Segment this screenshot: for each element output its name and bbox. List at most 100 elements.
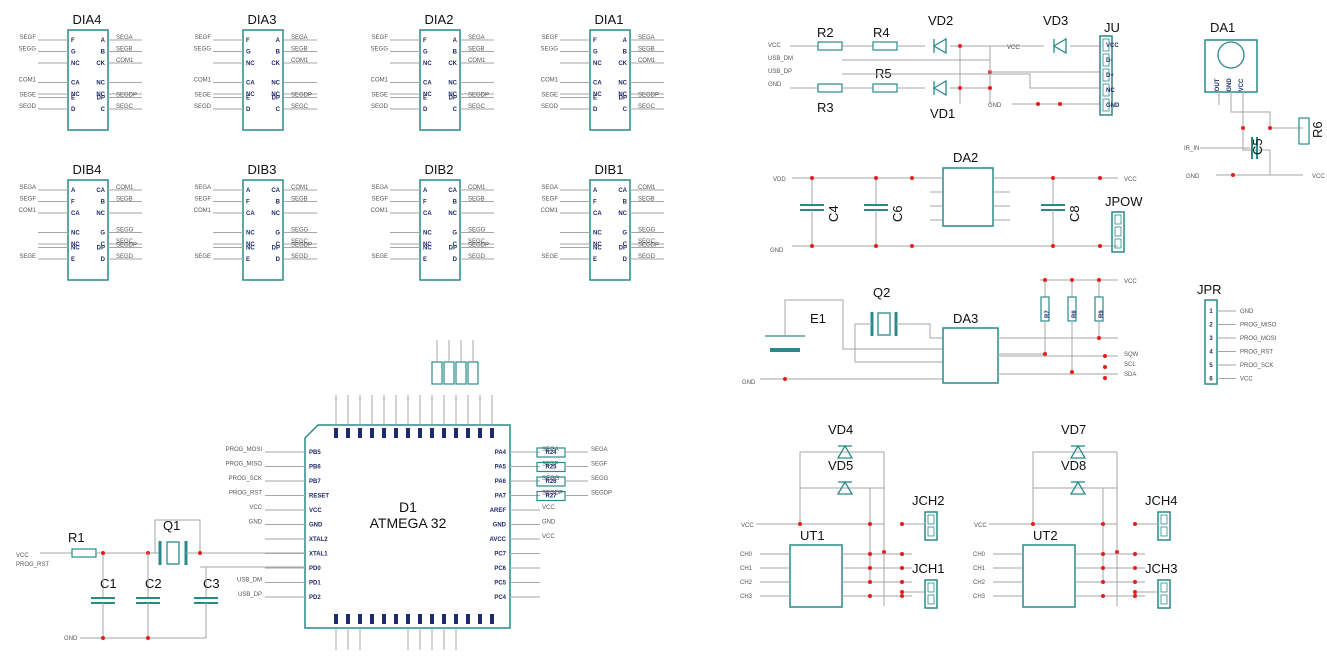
net-label: SEGF	[372, 197, 389, 203]
net-label: GND	[1186, 174, 1200, 180]
pin-label: PC6	[494, 566, 506, 572]
wire	[1032, 451, 1117, 524]
pin-label: VCC	[309, 508, 322, 514]
display-ref: DIB3	[248, 162, 277, 177]
net-label: VDD	[773, 177, 786, 183]
net-label: VCC	[1124, 177, 1137, 183]
pin-label: DP	[97, 96, 105, 102]
rtc-da3	[942, 327, 999, 384]
pin-label: NC	[271, 81, 280, 87]
junction-dot	[910, 176, 914, 180]
pin-label: B	[276, 50, 281, 56]
pin-label: PB5	[309, 450, 321, 456]
junction-dot	[1241, 126, 1245, 130]
pin-stub	[334, 614, 338, 624]
net-label: GND	[988, 103, 1002, 109]
resistor	[431, 361, 443, 385]
net-label: COM1	[19, 208, 37, 214]
pin-label: CA	[96, 188, 105, 194]
junction-dot	[1058, 102, 1062, 106]
pin-label: GND	[309, 523, 323, 529]
resistor-r4	[872, 41, 898, 51]
net-label: SEGA	[541, 185, 558, 191]
pin-stub	[430, 614, 434, 624]
pin-label: NC	[618, 81, 627, 87]
connector-pin	[1114, 214, 1122, 225]
pin-label: DP	[619, 96, 627, 102]
pin-label: C	[453, 242, 458, 248]
pin-label: NC	[448, 211, 457, 217]
diode-vd1	[932, 79, 947, 97]
pin-label: B	[101, 200, 106, 206]
pin-label: F	[71, 38, 75, 44]
net-label: SEGA	[19, 185, 36, 191]
wire	[1230, 105, 1303, 129]
pin-label: DP	[449, 246, 457, 252]
pin-stub	[466, 614, 470, 624]
net-label: SEGDP	[468, 93, 489, 99]
display-body	[419, 179, 461, 281]
part-ref: C2	[145, 576, 162, 591]
net-label: CH1	[973, 566, 986, 572]
pin-label: B	[623, 50, 628, 56]
wire	[842, 73, 1100, 89]
junction-dot	[958, 44, 962, 48]
net-label: CH2	[973, 580, 986, 586]
connector-pin	[1102, 38, 1110, 52]
net-label: SEGD	[541, 104, 559, 110]
junction-dot	[868, 552, 872, 556]
net-label: COM1	[468, 185, 486, 191]
pin-label: CA	[271, 188, 280, 194]
pin-label: NC	[71, 61, 80, 67]
junction-dot	[900, 594, 904, 598]
regulator-da2	[942, 167, 994, 227]
pin-label: AREF	[490, 508, 507, 514]
pin-label: G	[593, 50, 598, 56]
pin-label: C	[453, 107, 458, 113]
junction-dot	[1268, 126, 1272, 130]
part-ref: JCH2	[912, 493, 945, 508]
junction-dot	[868, 580, 872, 584]
net-label: COM1	[19, 78, 37, 84]
net-label: USB_DP	[768, 69, 792, 75]
net-label: COM1	[541, 208, 559, 214]
pin-label: AVCC	[489, 537, 506, 543]
pin-label: C	[623, 107, 628, 113]
junction-dot	[810, 244, 814, 248]
pin-label: CK	[96, 61, 105, 67]
pin-number: 5	[1209, 363, 1213, 369]
junction-dot	[101, 636, 105, 640]
junction-dot	[146, 636, 150, 640]
pin-number: 4	[1209, 350, 1213, 356]
net-label: PROG_MISO	[226, 462, 263, 468]
pin-label: G	[622, 231, 627, 237]
net-label: SEGDP	[591, 491, 612, 497]
display-ref: DIA3	[248, 12, 277, 27]
junction-dot	[874, 244, 878, 248]
junction-dot	[1133, 580, 1137, 584]
diode-vd2	[932, 37, 947, 55]
junction-dot	[1133, 552, 1137, 556]
resistor-r2	[817, 41, 843, 51]
net-label: GND	[742, 380, 756, 386]
pin-label: PD1	[309, 581, 321, 587]
connector-pin	[1102, 98, 1110, 112]
pin-stub	[394, 428, 398, 438]
pin-label: D	[453, 257, 458, 263]
pin-label: E	[593, 96, 597, 102]
pin-number: 1	[1209, 309, 1213, 315]
net-label: SEGB	[116, 197, 133, 203]
pin-label: PA5	[495, 465, 507, 471]
pin-label: GND	[1106, 103, 1120, 109]
pin-label: PB7	[309, 479, 321, 485]
junction-dot	[1115, 550, 1119, 554]
connector-pin	[1102, 83, 1110, 97]
connector-jack	[1157, 511, 1171, 541]
net-label: PROG_RST	[229, 491, 262, 497]
net-label: SDA	[1124, 372, 1136, 378]
pin-label: CA	[593, 211, 602, 217]
junction-dot	[1133, 590, 1137, 594]
